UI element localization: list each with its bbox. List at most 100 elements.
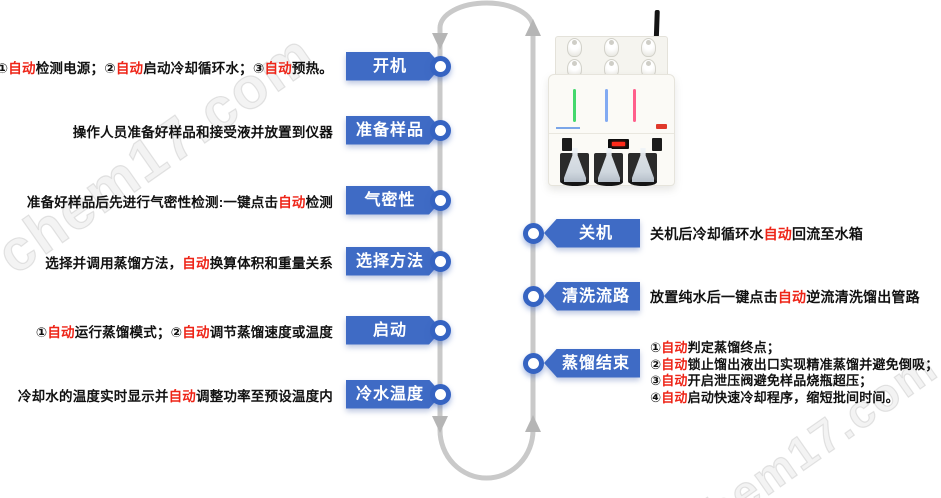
auto-keyword: 自动 (661, 389, 688, 405)
desc-text: 调节蒸馏速度或温度 (209, 325, 333, 340)
left-step-0-desc: ①自动检测电源；②自动启动冷却循环水；③自动预热。 (0, 57, 333, 77)
desc-text: 预热。 (291, 61, 333, 76)
desc-text: 开启泄压阀避免样品烧瓶超压； (687, 373, 873, 388)
desc-text: 调整功率至预设温度内 (196, 389, 333, 404)
desc-line: ②自动锁止馏出液出口实现精准蒸馏并避免倒吸； (650, 357, 938, 374)
condenser-fitting-icon (567, 38, 582, 57)
desc-line: 放置纯水后一键点击自动逆流清洗馏出管路 (650, 287, 920, 307)
left-step-3-tagwrap: 选择方法 (346, 247, 442, 276)
step-tag: 蒸馏结束 (544, 348, 640, 378)
desc-text: 放置纯水后一键点击 (650, 289, 778, 305)
status-strip-green (573, 89, 576, 122)
flask-base (595, 178, 623, 186)
desc-text: 冷却水的温度实时显示并 (17, 389, 169, 404)
step-tag: 气密性 (346, 186, 442, 215)
led-display (608, 139, 629, 149)
left-step-4-desc: ①自动运行蒸馏模式；②自动调节蒸馏速度或温度 (0, 321, 333, 341)
auto-keyword: 自动 (168, 389, 196, 404)
arrow-up-icon (525, 415, 541, 432)
flow-node-circle (429, 319, 451, 341)
left-step-0-tagwrap: 开机 (346, 52, 442, 81)
left-step-2-tagwrap: 气密性 (346, 186, 442, 215)
left-step-1-tagwrap: 准备样品 (346, 116, 442, 145)
flow-node-circle (522, 285, 544, 307)
instrument-image (548, 8, 675, 186)
arrow-down-icon (432, 416, 448, 433)
panel-divider (549, 133, 674, 134)
desc-text: 选择并调用蒸馏方法， (45, 256, 183, 271)
flask-base (629, 178, 657, 186)
flow-node-circle (522, 222, 544, 244)
desc-text: 准备好样品后先进行气密性检测:一键点击 (26, 195, 279, 210)
desc-text: 启动快速冷却程序，缩短批间时间。 (687, 389, 899, 405)
condenser-fitting-icon (641, 38, 656, 57)
process-loop-line (437, 0, 536, 481)
left-step-5-tagwrap: 冷水温度 (346, 380, 442, 409)
step-tag: 选择方法 (346, 247, 442, 276)
auto-keyword: 自动 (115, 61, 144, 76)
port-icon (562, 138, 572, 151)
desc-text: ③ (650, 373, 662, 388)
flow-node-circle (522, 352, 544, 374)
left-step-5-desc: 冷却水的温度实时显示并自动调整功率至预设温度内 (0, 385, 333, 405)
desc-text: 锁止馏出液出口实现精准蒸馏并避免倒吸； (687, 356, 939, 372)
status-strip-blue (605, 89, 608, 122)
left-step-4-tagwrap: 启动 (346, 316, 442, 345)
step-tag: 冷水温度 (346, 380, 442, 409)
right-step-0-desc: 关机后冷却循环水自动回流至水箱 (650, 224, 863, 244)
step-tag: 开机 (346, 52, 442, 81)
desc-text: 检测 (305, 195, 333, 210)
auto-keyword: 自动 (661, 356, 688, 372)
condenser-row (556, 38, 667, 57)
auto-keyword: 自动 (777, 289, 807, 305)
step-tag: 准备样品 (346, 116, 442, 145)
desc-text: ① (650, 340, 662, 355)
desc-text: 逆流清洗馏出管路 (806, 289, 920, 305)
desc-line: ①自动判定蒸馏终点； (650, 340, 938, 357)
condenser-fitting-icon (604, 38, 619, 57)
right-step-0-tagwrap: 关机 (544, 218, 640, 248)
auto-keyword: 自动 (182, 325, 210, 340)
step-tag: 启动 (346, 316, 442, 345)
step-tag: 清洗流路 (544, 281, 640, 311)
desc-text: ④ (650, 389, 662, 405)
auto-keyword: 自动 (47, 325, 75, 340)
right-step-1-desc: 放置纯水后一键点击自动逆流清洗馏出管路 (650, 287, 920, 307)
desc-text: 启动冷却循环水；③ (143, 61, 265, 76)
status-strip-pink (633, 89, 636, 122)
label-marks (556, 127, 580, 129)
flask-base (561, 178, 589, 186)
desc-text: ① (35, 325, 48, 340)
desc-text: 操作人员准备好样品和接受液并放置到仪器 (72, 125, 333, 140)
auto-keyword: 自动 (264, 61, 292, 76)
desc-line: 关机后冷却循环水自动回流至水箱 (650, 224, 863, 244)
right-step-2-desc: ①自动判定蒸馏终点；②自动锁止馏出液出口实现精准蒸馏并避免倒吸；③自动开启泄压阀… (650, 340, 938, 406)
brand-logo (656, 124, 667, 129)
auto-keyword: 自动 (763, 226, 793, 242)
desc-text: 回流至水箱 (792, 226, 864, 242)
left-step-3-desc: 选择并调用蒸馏方法，自动换算体积和重量关系 (0, 252, 333, 272)
flow-node-circle (429, 250, 451, 272)
desc-text: 运行蒸馏模式；② (74, 325, 183, 340)
desc-line: ③自动开启泄压阀避免样品烧瓶超压； (650, 373, 938, 390)
desc-text: ② (650, 356, 662, 372)
desc-text: 检测电源；② (35, 61, 116, 76)
flow-node-circle (429, 119, 451, 141)
arrow-down-icon (432, 33, 448, 50)
auto-keyword: 自动 (8, 61, 36, 76)
left-step-2-desc: 准备好样品后先进行气密性检测:一键点击自动检测 (0, 191, 333, 211)
right-step-1-tagwrap: 清洗流路 (544, 281, 640, 311)
desc-text: ① (0, 61, 9, 76)
desc-line: ④自动启动快速冷却程序，缩短批间时间。 (650, 390, 938, 407)
desc-text: 关机后冷却循环水 (650, 226, 764, 242)
instrument-body (548, 74, 675, 186)
port-icon (652, 138, 662, 151)
arrow-up-icon (525, 19, 541, 36)
flow-node-circle (429, 55, 451, 77)
flow-node-circle (429, 383, 451, 405)
auto-keyword: 自动 (278, 195, 306, 210)
right-step-2-tagwrap: 蒸馏结束 (544, 348, 640, 378)
auto-keyword: 自动 (182, 256, 210, 271)
step-tag: 关机 (544, 218, 640, 248)
